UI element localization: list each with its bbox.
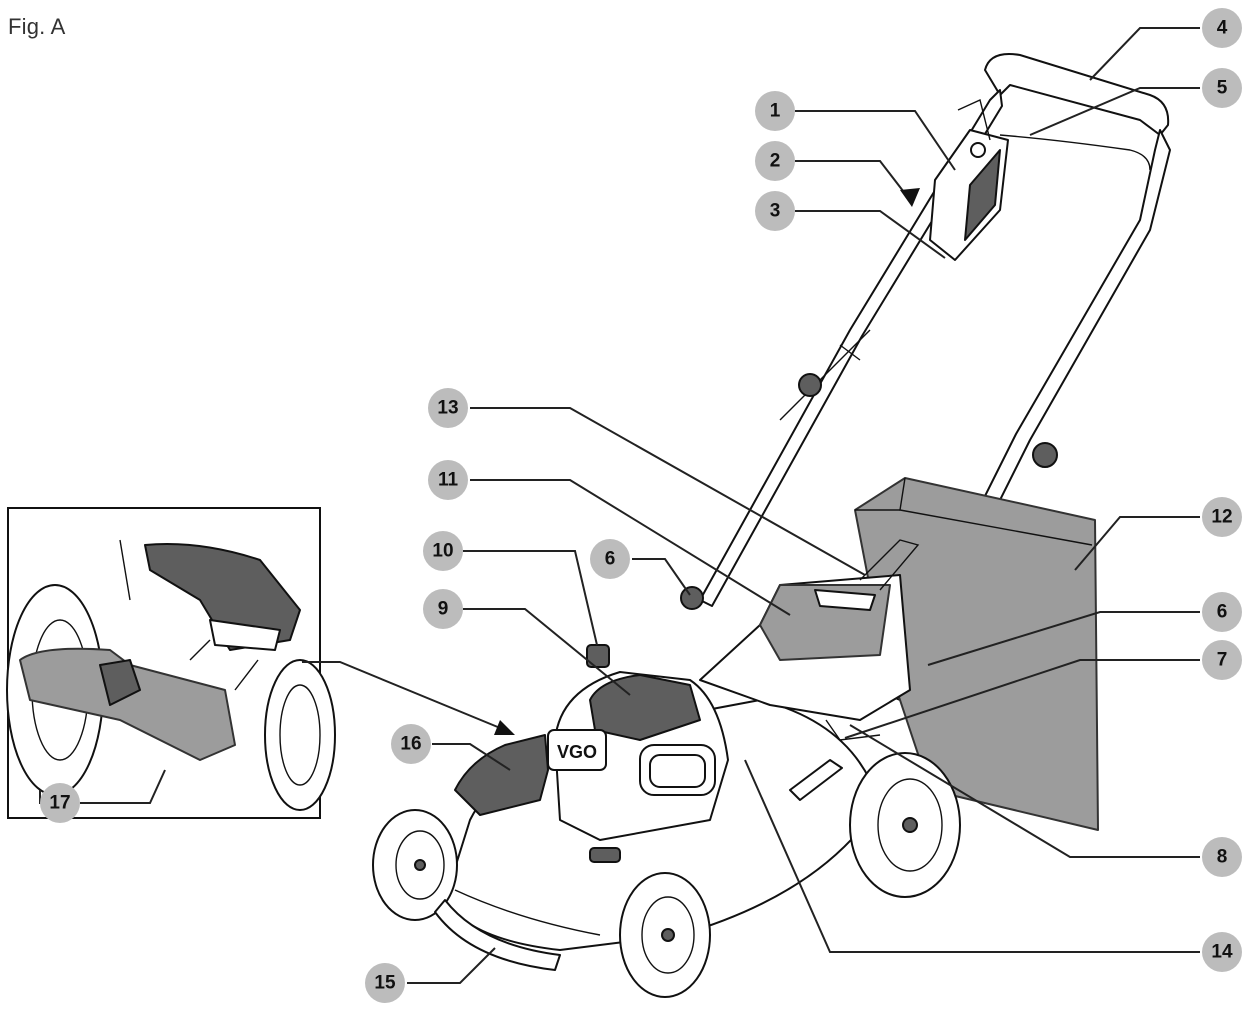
callout-8-label: 8	[1217, 847, 1228, 868]
callout-9: 9	[423, 589, 463, 629]
callout-13: 13	[428, 388, 468, 428]
callout-2-label: 2	[770, 151, 781, 172]
front-bumper	[434, 899, 561, 971]
callout-7-label: 7	[1217, 650, 1228, 671]
callout-5-label: 5	[1217, 78, 1228, 99]
callout-15: 15	[365, 963, 405, 1003]
callout-2: 2	[755, 141, 795, 181]
callout-1-label: 1	[770, 101, 781, 122]
callout-12: 12	[1202, 497, 1242, 537]
callout-11-label: 11	[438, 470, 459, 491]
wheel-front-left	[372, 809, 458, 921]
switch-box	[929, 99, 1009, 261]
callout-11: 11	[428, 460, 468, 500]
wheel-rear-right	[849, 752, 961, 898]
callout-1: 1	[755, 91, 795, 131]
callout-17: 17	[40, 783, 80, 823]
handle-knob-upper-right	[1032, 442, 1058, 468]
handle-top-grip	[984, 53, 1170, 136]
height-adjust-lever	[789, 759, 843, 801]
handle-knob-lower-left	[680, 586, 704, 610]
callout-4-label: 4	[1217, 18, 1228, 39]
battery-brand-mark: VGO	[557, 742, 597, 762]
safety-key	[586, 644, 610, 668]
callout-12-label: 12	[1211, 507, 1232, 528]
wheel-front-right	[619, 872, 711, 998]
callout-16-label: 16	[400, 734, 421, 755]
callout-17-label: 17	[49, 793, 70, 814]
callout-3: 3	[755, 191, 795, 231]
inset-detail-box	[6, 507, 336, 819]
motor-housing: VGO	[547, 671, 729, 863]
callout-14: 14	[1202, 932, 1242, 972]
callout-10: 10	[423, 531, 463, 571]
callout-6-right: 6	[1202, 592, 1242, 632]
callout-6-upper-label: 6	[605, 549, 616, 570]
callout-4: 4	[1202, 8, 1242, 48]
control-bail-cable	[999, 134, 1151, 171]
mulching-plug	[19, 647, 236, 761]
callout-16: 16	[391, 724, 431, 764]
callout-6-right-label: 6	[1217, 602, 1228, 623]
leader-lines	[39, 27, 1200, 984]
callout-7: 7	[1202, 640, 1242, 680]
handle-knob-upper-left	[798, 373, 822, 397]
figure-caption: Fig. A	[8, 14, 66, 39]
callout-9-label: 9	[438, 599, 449, 620]
side-discharge-door	[454, 734, 549, 816]
callout-13-label: 13	[437, 398, 458, 419]
callout-10-label: 10	[432, 541, 453, 562]
battery-cover	[589, 674, 701, 741]
callout-8: 8	[1202, 837, 1242, 877]
callout-15-label: 15	[374, 973, 396, 994]
callout-14-label: 14	[1211, 942, 1233, 963]
callout-6-upper: 6	[590, 539, 630, 579]
callout-5: 5	[1202, 68, 1242, 108]
callout-3-label: 3	[770, 201, 781, 222]
